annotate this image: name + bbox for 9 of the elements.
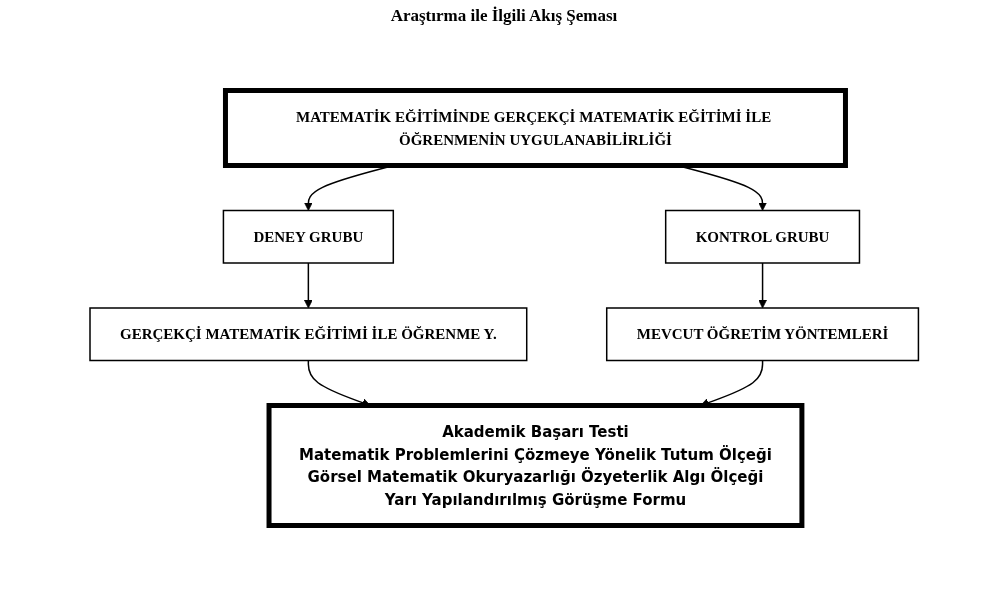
node-box: GERÇEKÇİ MATEMATİK EĞİTİMİ İLE ÖĞRENME Y. [89,307,528,362]
node-box: Akademik Başarı Testi Matematik Problemlerini Çözmeye Yönelik Tutum Ölçeği Görsel Matematik Okuryazarlığı Özyeterlik Algı Ölçeği Yarı Yapılandırılmış Görüşme Formu [266,403,805,528]
node-box: MATEMATİK EĞİTİMİNDE GERÇEKÇİ MATEMATİK EĞİTİMİ İLE ÖĞRENMENİN UYGULANABİLİRLİĞİ [222,88,848,168]
node-box: KONTROL GRUBU [664,209,860,264]
node-box: MEVCUT ÖĞRETİM YÖNTEMLERİ [605,307,919,362]
diagram-title: Araştırma ile İlgili Akış Şeması [389,6,619,26]
arrow [303,262,313,309]
node-box: DENEY GRUBU [222,209,394,264]
arrow [757,262,767,309]
